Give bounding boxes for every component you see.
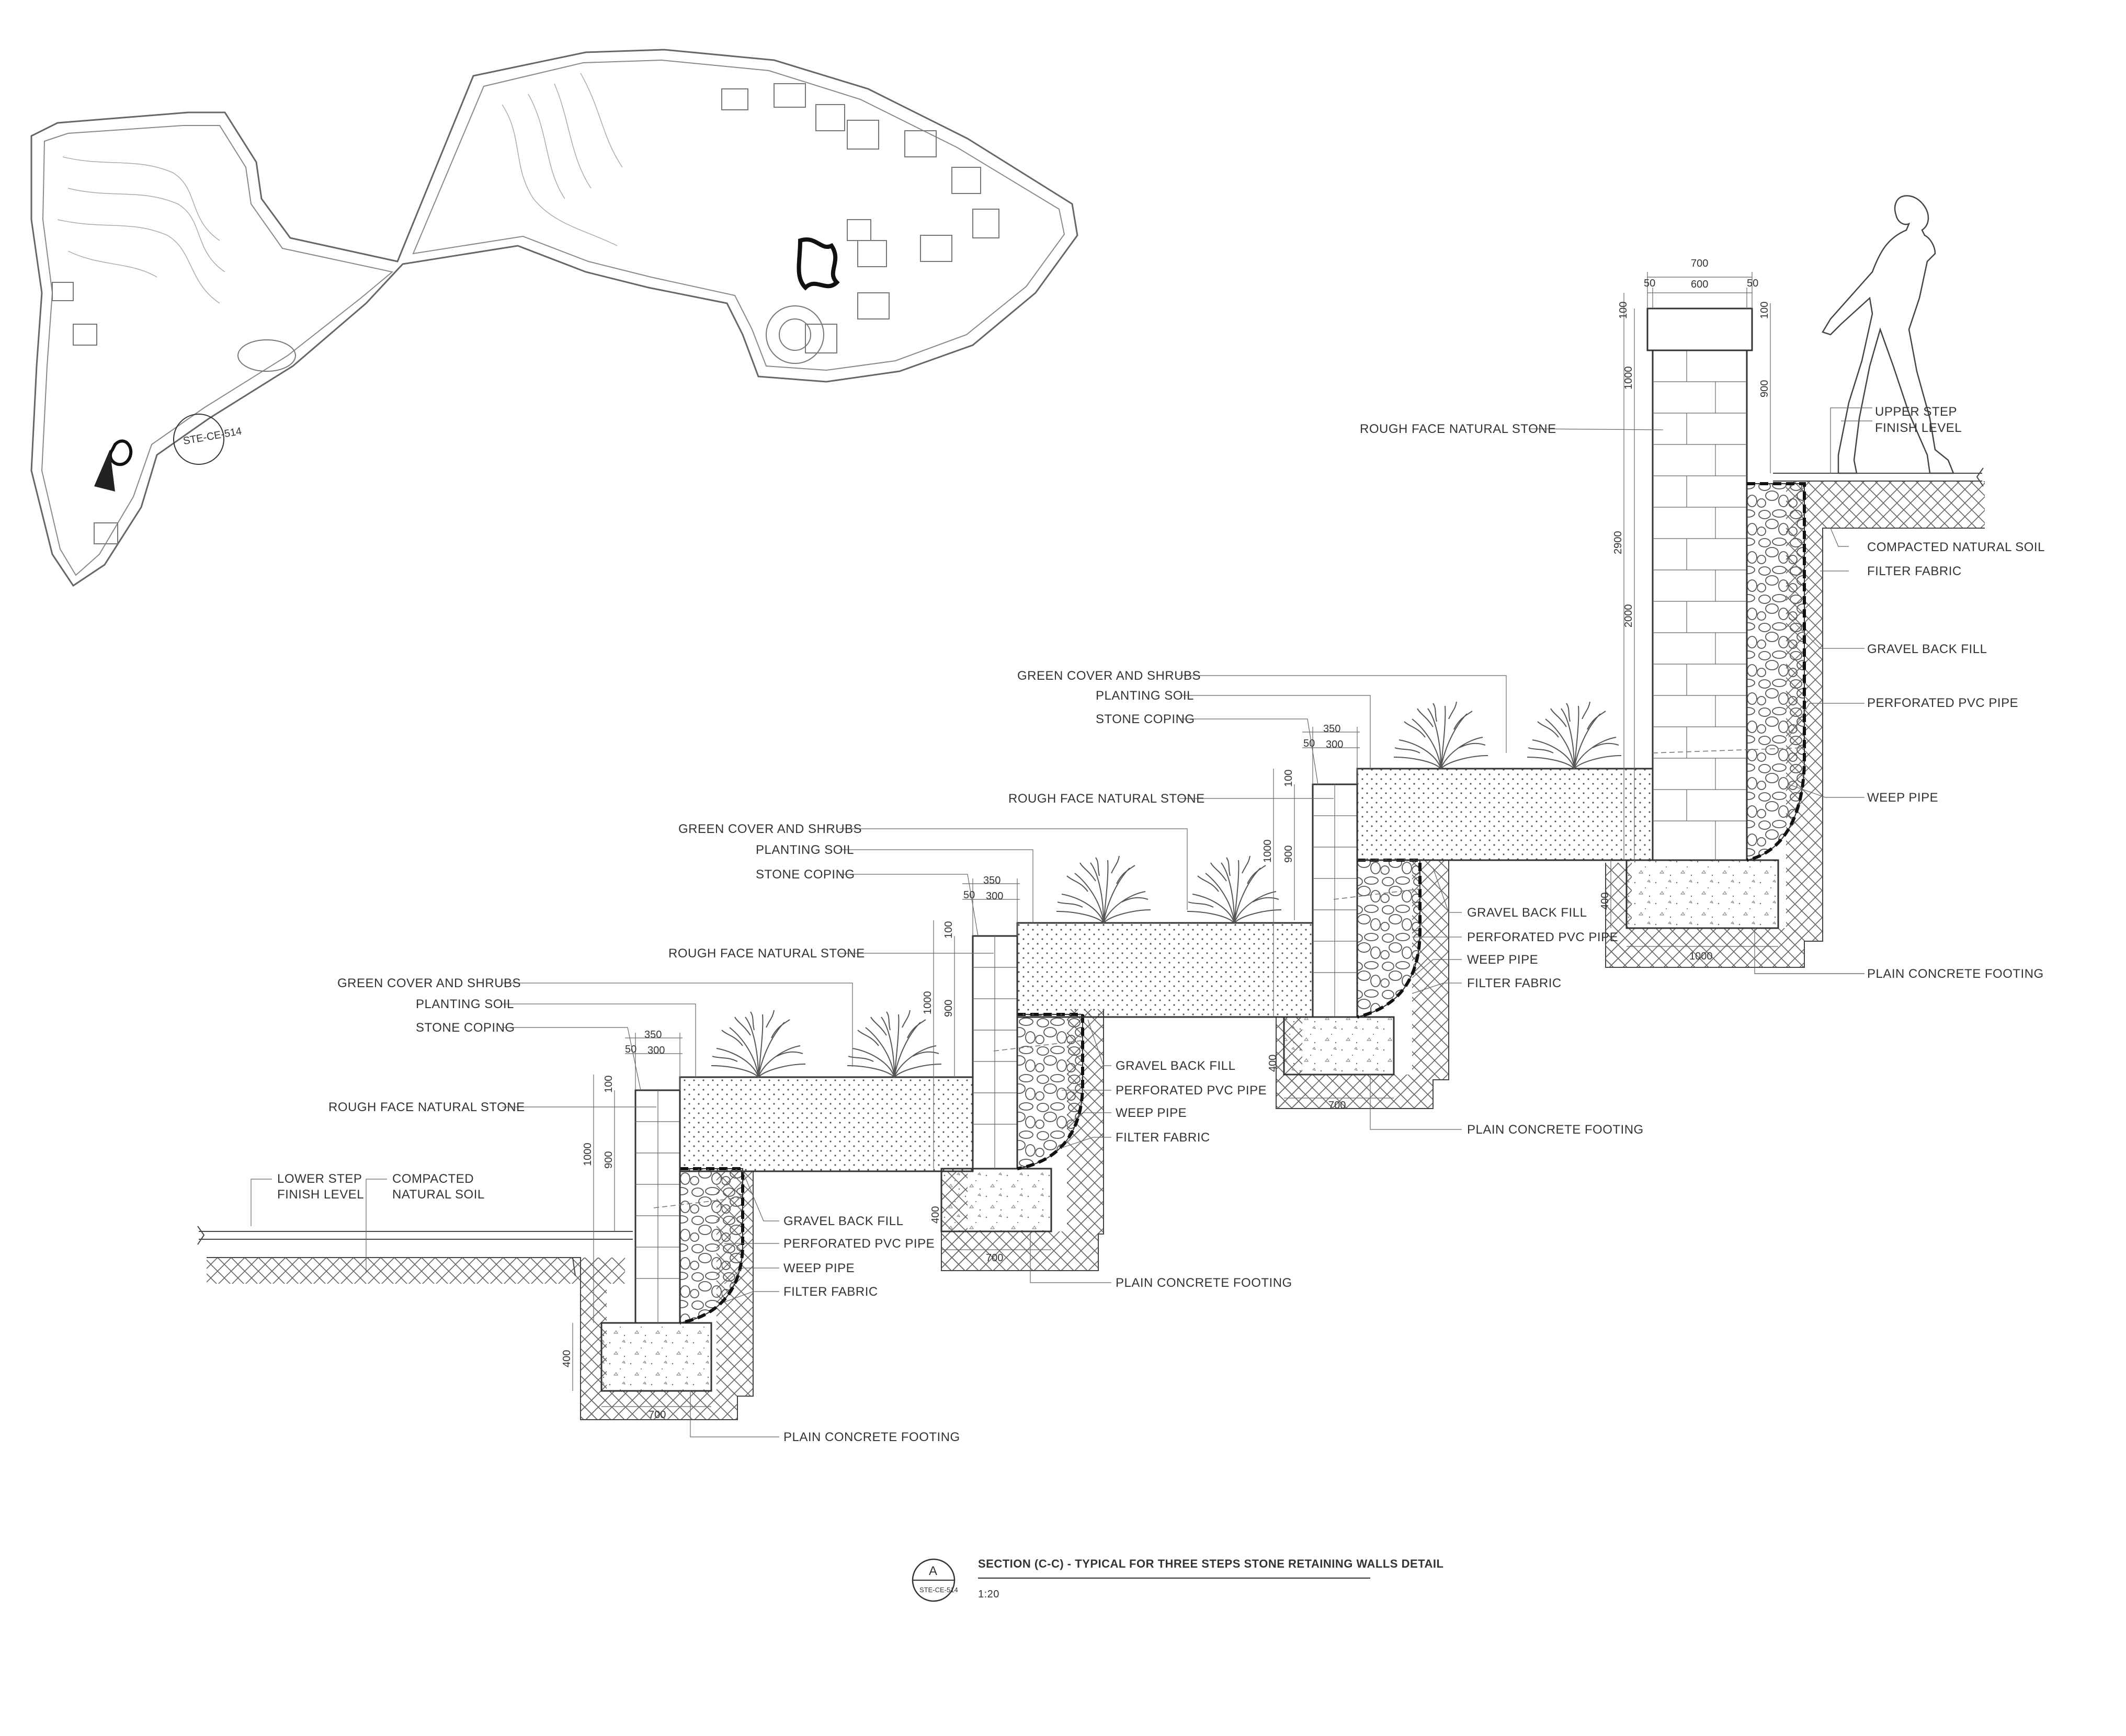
label-filter-fabric-4: FILTER FABRIC bbox=[1867, 564, 1962, 578]
label-upper-step-1: UPPER STEP bbox=[1875, 405, 1957, 419]
dim-footing-depth-1: 400 bbox=[561, 1350, 573, 1367]
dim-coping-offset-2: 50 bbox=[963, 889, 975, 901]
dim-coping-offset-1: 50 bbox=[625, 1044, 636, 1055]
label-planting-soil-2: PLANTING SOIL bbox=[756, 843, 854, 857]
dim-wall-exposed-2: 900 bbox=[943, 1000, 954, 1017]
dim-coping-1: 350 bbox=[644, 1029, 662, 1041]
dim-big-footing-width: 1000 bbox=[1689, 951, 1713, 962]
label-stone-coping-3: STONE COPING bbox=[1096, 712, 1195, 726]
retaining-wall-1 bbox=[600, 1076, 974, 1392]
label-filter-2: FILTER FABRIC bbox=[1116, 1130, 1210, 1145]
label-green-cover-2: GREEN COVER AND SHRUBS bbox=[678, 822, 862, 836]
dim-wall-height-1: 1000 bbox=[582, 1143, 594, 1167]
label-weep-3: WEEP PIPE bbox=[1467, 953, 1538, 967]
label-stone-coping-2: STONE COPING bbox=[756, 867, 855, 882]
dim-wall-height-2: 1000 bbox=[922, 991, 934, 1015]
dim-top-side-right: 50 bbox=[1747, 278, 1758, 289]
label-gravel-4: GRAVEL BACK FILL bbox=[1867, 642, 1987, 656]
shrub bbox=[1187, 855, 1282, 923]
dim-upper-height: 1000 bbox=[1623, 367, 1634, 390]
label-pvc-1: PERFORATED PVC PIPE bbox=[783, 1237, 935, 1251]
label-compacted-soil-right: COMPACTED NATURAL SOIL bbox=[1867, 540, 2045, 554]
label-upper-step-2: FINISH LEVEL bbox=[1875, 421, 1962, 435]
key-plan: STE-CE-514 bbox=[30, 49, 1078, 587]
label-footing-2: PLAIN CONCRETE FOOTING bbox=[1116, 1276, 1292, 1290]
dim-footing-width-3: 700 bbox=[1328, 1100, 1346, 1111]
label-footing-1: PLAIN CONCRETE FOOTING bbox=[783, 1430, 960, 1444]
dim-footing-width-2: 700 bbox=[986, 1252, 1003, 1264]
section-title: SECTION (C-C) - TYPICAL FOR THREE STEPS … bbox=[978, 1557, 1443, 1570]
label-compacted-left-2: NATURAL SOIL bbox=[392, 1187, 485, 1202]
shrub bbox=[1527, 701, 1622, 769]
dim-wall-exposed-1: 900 bbox=[603, 1151, 615, 1169]
dim-coping-core-2: 300 bbox=[986, 890, 1003, 902]
shrub bbox=[711, 1010, 806, 1078]
person-silhouette bbox=[1822, 195, 1954, 474]
label-rough-stone-3: ROUGH FACE NATURAL STONE bbox=[1008, 792, 1205, 806]
dim-cap-right: 100 bbox=[1759, 302, 1770, 319]
dim-cap-2: 100 bbox=[943, 921, 954, 939]
key-plan-callout: STE-CE-514 bbox=[182, 426, 242, 447]
dim-top-side-left: 50 bbox=[1644, 278, 1655, 289]
label-pvc-4: PERFORATED PVC PIPE bbox=[1867, 696, 2018, 710]
retaining-wall-3 bbox=[1283, 768, 1654, 1076]
dim-lower-height: 2000 bbox=[1623, 604, 1634, 628]
label-planting-soil-3: PLANTING SOIL bbox=[1096, 689, 1194, 703]
label-rough-stone-2: ROUGH FACE NATURAL STONE bbox=[668, 946, 865, 961]
dim-cap-left: 100 bbox=[1618, 302, 1629, 319]
dim-total-height: 2900 bbox=[1612, 531, 1624, 555]
dim-wall-exposed-3: 900 bbox=[1283, 846, 1294, 863]
dim-cap-1: 100 bbox=[603, 1076, 615, 1093]
dim-coping-2: 350 bbox=[983, 875, 1001, 886]
dim-wall-height-3: 1000 bbox=[1262, 840, 1274, 863]
label-green-cover-3: GREEN COVER AND SHRUBS bbox=[1017, 669, 1201, 683]
label-filter-3: FILTER FABRIC bbox=[1467, 976, 1562, 990]
label-filter-1: FILTER FABRIC bbox=[783, 1285, 878, 1299]
section-scale: 1:20 bbox=[978, 1589, 999, 1600]
dim-coping-3: 350 bbox=[1323, 723, 1340, 735]
label-stone-coping-1: STONE COPING bbox=[416, 1021, 515, 1035]
label-weep-1: WEEP PIPE bbox=[783, 1261, 855, 1275]
title-block: A STE-CE-514 SECTION (C-C) - TYPICAL FOR… bbox=[912, 1557, 1443, 1602]
label-footing-4: PLAIN CONCRETE FOOTING bbox=[1867, 967, 2044, 981]
dim-footing-depth-4: 400 bbox=[1599, 893, 1611, 910]
label-rough-stone-4: ROUGH FACE NATURAL STONE bbox=[1360, 422, 1556, 436]
dim-top-width: 700 bbox=[1691, 258, 1708, 269]
shrub bbox=[1393, 701, 1488, 769]
dimensions: 700 50 600 50 100 100 1000 900 2900 2000… bbox=[561, 258, 1778, 1421]
label-lower-step-2: FINISH LEVEL bbox=[277, 1187, 364, 1202]
label-weep-4: WEEP PIPE bbox=[1867, 791, 1938, 805]
dim-footing-depth-3: 400 bbox=[1267, 1055, 1279, 1072]
label-footing-3: PLAIN CONCRETE FOOTING bbox=[1467, 1123, 1644, 1137]
dim-coping-core-3: 300 bbox=[1326, 739, 1343, 750]
section-marker-ref: STE-CE-514 bbox=[919, 1586, 958, 1594]
label-gravel-3: GRAVEL BACK FILL bbox=[1467, 906, 1587, 920]
dim-coping-offset-3: 50 bbox=[1303, 738, 1315, 749]
annotations: ROUGH FACE NATURAL STONE UPPER STEP FINI… bbox=[277, 405, 2045, 1444]
leader-lines bbox=[251, 407, 1872, 1437]
dim-cap-3: 100 bbox=[1283, 770, 1294, 787]
dim-footing-depth-2: 400 bbox=[930, 1206, 941, 1224]
dim-coping-core-1: 300 bbox=[647, 1045, 665, 1056]
label-weep-2: WEEP PIPE bbox=[1116, 1106, 1187, 1120]
dim-top-core: 600 bbox=[1691, 279, 1708, 290]
shrub bbox=[1056, 855, 1151, 923]
retaining-wall-4 bbox=[1625, 307, 1806, 929]
retaining-wall-2 bbox=[940, 922, 1314, 1232]
section-marker-letter: A bbox=[929, 1564, 938, 1578]
label-pvc-2: PERFORATED PVC PIPE bbox=[1116, 1083, 1267, 1098]
dim-footing-width-1: 700 bbox=[649, 1409, 666, 1421]
label-gravel-2: GRAVEL BACK FILL bbox=[1116, 1059, 1235, 1073]
label-gravel-1: GRAVEL BACK FILL bbox=[783, 1214, 903, 1228]
label-green-cover-1: GREEN COVER AND SHRUBS bbox=[337, 976, 521, 990]
label-pvc-3: PERFORATED PVC PIPE bbox=[1467, 930, 1618, 944]
label-compacted-left-1: COMPACTED bbox=[392, 1172, 474, 1186]
label-rough-stone-1: ROUGH FACE NATURAL STONE bbox=[328, 1100, 525, 1114]
shrub bbox=[847, 1010, 942, 1078]
label-lower-step-1: LOWER STEP bbox=[277, 1172, 362, 1186]
dim-guard-height: 900 bbox=[1759, 380, 1770, 397]
shrubs bbox=[711, 701, 1622, 1078]
label-planting-soil-1: PLANTING SOIL bbox=[416, 997, 514, 1011]
